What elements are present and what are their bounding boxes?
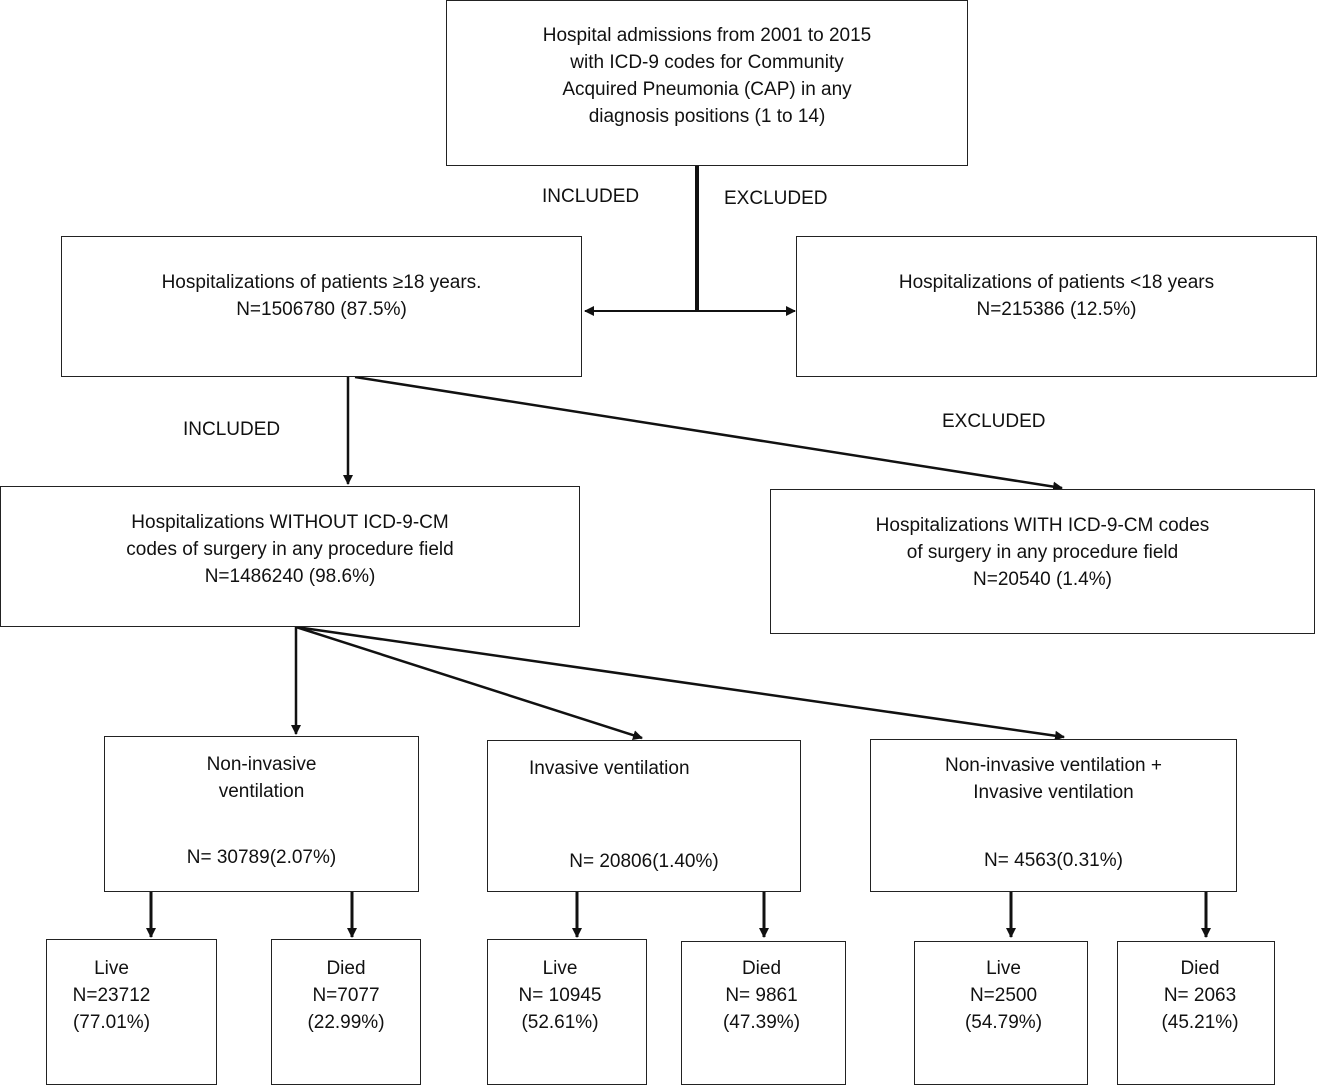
box-adults: Hospitalizations of patients ≥18 years. …	[61, 236, 582, 377]
box-line: (47.39%)	[722, 1012, 801, 1033]
box-line: N=7077	[312, 985, 380, 1006]
label-included-age: INCLUDED	[542, 186, 640, 207]
arrow-to-iv	[295, 625, 643, 741]
box-line: N= 10945	[518, 985, 602, 1006]
label-included-surgery: INCLUDED	[183, 419, 281, 440]
label-excluded-age: EXCLUDED	[724, 188, 828, 209]
box-title-line: Invasive ventilation	[529, 758, 690, 779]
box-with-surgery: Hospitalizations WITH ICD-9-CM codes of …	[770, 489, 1315, 634]
box-cap-admissions: Hospital admissions from 2001 to 2015 wi…	[446, 0, 968, 166]
box-niv-live: Live N=23712 (77.01%)	[46, 939, 217, 1085]
box-line: Died	[1180, 958, 1220, 979]
label-excluded-surgery: EXCLUDED	[942, 411, 1046, 432]
box-title-line: ventilation	[218, 781, 305, 802]
box-line: Hospitalizations WITHOUT ICD-9-CM	[131, 512, 449, 533]
box-line: N=1506780 (87.5%)	[236, 299, 407, 320]
box-without-surgery: Hospitalizations WITHOUT ICD-9-CM codes …	[0, 486, 580, 627]
box-line: N=1486240 (98.6%)	[204, 566, 376, 587]
box-niv-died: Died N=7077 (22.99%)	[271, 939, 421, 1085]
box-line: codes of surgery in any procedure field	[126, 539, 454, 560]
box-both-died: Died N= 2063 (45.21%)	[1117, 941, 1275, 1085]
box-line: Hospitalizations of patients <18 years	[898, 272, 1215, 293]
box-count: N= 30789(2.07%)	[186, 847, 337, 868]
box-title-line: Non-invasive	[206, 754, 317, 775]
box-both-ventilation: Non-invasive ventilation + Invasive vent…	[870, 739, 1237, 892]
box-iv-live: Live N= 10945 (52.61%)	[487, 939, 647, 1085]
box-line: Died	[741, 958, 782, 979]
box-both-live: Live N=2500 (54.79%)	[914, 941, 1088, 1085]
box-line: Hospitalizations WITH ICD-9-CM codes	[875, 515, 1210, 536]
box-line: (22.99%)	[307, 1012, 385, 1033]
box-line: (52.61%)	[521, 1012, 599, 1033]
box-count: N= 4563(0.31%)	[984, 850, 1123, 871]
box-line: Hospitalizations of patients ≥18 years.	[161, 272, 482, 293]
box-line: Live	[986, 958, 1021, 979]
box-title-line: Non-invasive ventilation +	[944, 755, 1163, 776]
box-count: N= 20806(1.40%)	[569, 851, 719, 872]
box-line: N=20540 (1.4%)	[973, 569, 1112, 590]
box-line: (45.21%)	[1161, 1012, 1239, 1033]
box-invasive-ventilation: Invasive ventilation N= 20806(1.40%)	[487, 740, 801, 892]
box-line: (54.79%)	[964, 1012, 1043, 1033]
box-line: Live	[94, 958, 129, 979]
box-noninvasive-ventilation: Non-invasive ventilation N= 30789(2.07%)	[104, 736, 419, 892]
box-line: Died	[326, 958, 366, 979]
box-line: N=23712	[72, 985, 151, 1006]
arrow-to-surgery	[354, 375, 1063, 492]
box-line: with ICD-9 codes for Community	[570, 52, 844, 73]
box-line: N=215386 (12.5%)	[976, 299, 1137, 320]
box-line: of surgery in any procedure field	[906, 542, 1179, 563]
box-line: (77.01%)	[72, 1012, 151, 1033]
box-line: N= 2063	[1163, 985, 1237, 1006]
box-iv-died: Died N= 9861 (47.39%)	[681, 941, 846, 1085]
box-line: diagnosis positions (1 to 14)	[588, 106, 826, 127]
box-minors: Hospitalizations of patients <18 years N…	[796, 236, 1317, 377]
box-line: N= 9861	[725, 985, 798, 1006]
box-line: Live	[542, 958, 578, 979]
arrow-to-both	[295, 625, 1065, 741]
box-line: Acquired Pneumonia (CAP) in any	[562, 79, 852, 100]
box-title-line: Invasive ventilation	[973, 782, 1134, 803]
box-line: N=2500	[969, 985, 1038, 1006]
box-line: Hospital admissions from 2001 to 2015	[542, 25, 872, 46]
